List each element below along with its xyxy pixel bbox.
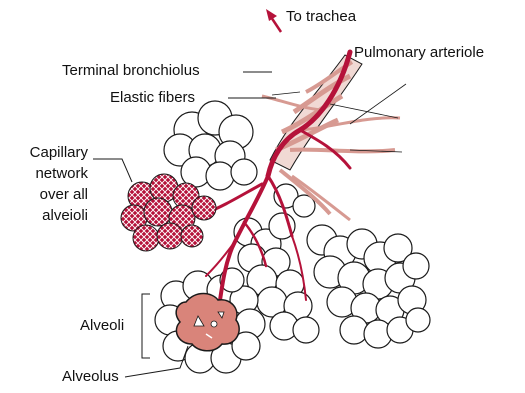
capillary-leader xyxy=(93,159,132,182)
capillary-label-line4: alveioli xyxy=(8,207,88,224)
capillary-label-line1: Capillary xyxy=(8,144,88,161)
alveolus-label: Alveolus xyxy=(62,368,119,385)
alveoli-bracket xyxy=(142,294,150,358)
elastic-fibers-label: Elastic fibers xyxy=(110,89,195,106)
terminal-bronchiolus-label: Terminal bronchiolus xyxy=(62,62,200,79)
alveoli-label: Alveoli xyxy=(80,317,124,334)
capillary-label-line2: network xyxy=(8,165,88,182)
arrow-up-left-icon xyxy=(266,9,281,32)
to-trachea-label: To trachea xyxy=(286,8,356,25)
capillary-label-line3: over all xyxy=(8,186,88,203)
alveolus-section xyxy=(176,294,239,351)
pulmonary-arteriole-label: Pulmonary arteriole xyxy=(354,44,484,61)
